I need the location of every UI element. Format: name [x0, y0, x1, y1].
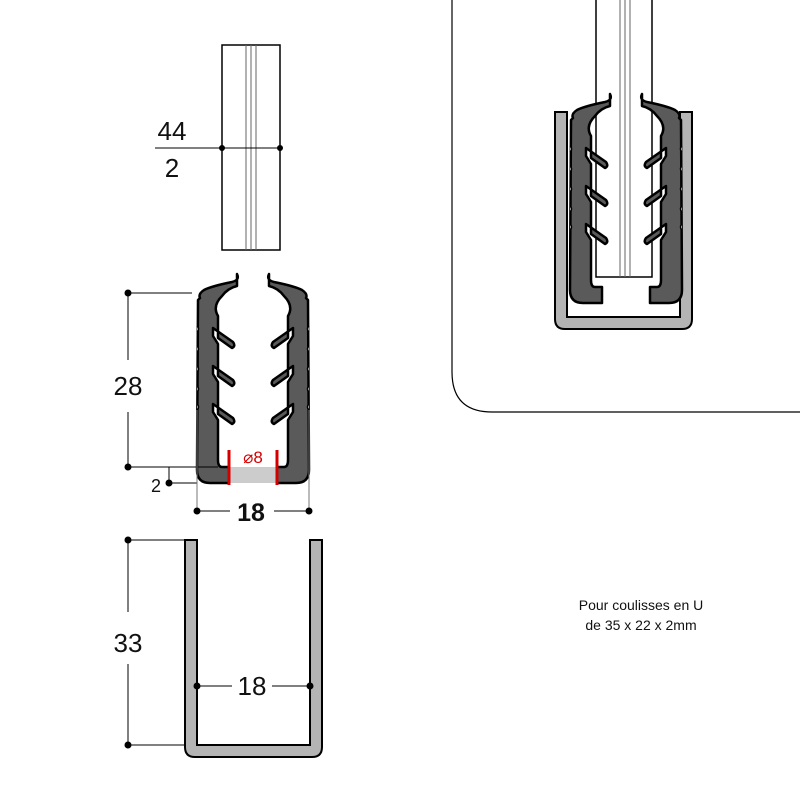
- hole-insert: [229, 467, 277, 483]
- assembled-glass: [595, 0, 653, 278]
- profile-height-label: 28: [114, 371, 143, 401]
- channel-width-label: 18: [238, 671, 267, 701]
- channel-dimensions: [124, 536, 314, 749]
- glass-dim-bottom: 2: [165, 153, 179, 183]
- assembly-panel-border: [451, 0, 800, 413]
- glass-dimension: 44 2: [155, 116, 283, 183]
- note-line-2: de 35 x 22 x 2mm: [585, 617, 696, 633]
- channel-height-label: 33: [114, 628, 143, 658]
- note-line-1: Pour coulisses en U: [579, 597, 704, 613]
- assembled-view: [554, 0, 693, 330]
- glass-dim-top: 44: [158, 116, 187, 146]
- profile-base-label: 2: [151, 476, 161, 496]
- rubber-profile: ⌀8: [197, 274, 309, 485]
- profile-width-label: 18: [237, 499, 265, 527]
- hole-diameter-label: ⌀8: [243, 448, 263, 467]
- profile-dimensions: [124, 289, 313, 515]
- u-channel: [184, 539, 323, 758]
